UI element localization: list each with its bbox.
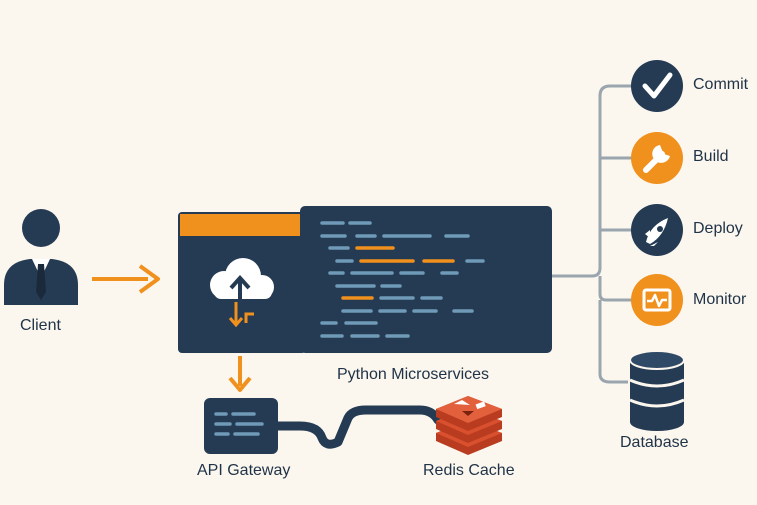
check-icon (642, 72, 673, 99)
client-arrow (92, 264, 160, 294)
pipeline-label-commit: Commit (693, 76, 749, 93)
gateway-arrow (228, 356, 252, 392)
service-window (178, 212, 306, 353)
pipeline-label-build: Build (693, 148, 729, 165)
redis-cache-label: Redis Cache (423, 462, 515, 479)
rocket-icon (645, 218, 668, 246)
redis-stack-icon (436, 396, 502, 455)
client-person-icon (4, 209, 78, 305)
api-gateway-box (204, 398, 278, 454)
monitor-icon (642, 288, 672, 312)
client-label: Client (20, 317, 61, 334)
gateway-redis-cable (271, 405, 443, 449)
api-gateway-label: API Gateway (197, 462, 291, 479)
pipeline-label-monitor: Monitor (693, 291, 747, 308)
database-icon (629, 350, 685, 431)
monitor-step (631, 274, 683, 326)
wrench-icon (643, 145, 670, 173)
build-step (631, 132, 683, 184)
pipeline-label-deploy: Deploy (693, 220, 743, 237)
microservices-label: Python Microservices (337, 366, 490, 383)
pipeline-connectors (552, 84, 632, 384)
deploy-step (631, 204, 683, 256)
commit-step (631, 60, 683, 112)
code-panel (300, 206, 552, 353)
database-label: Database (620, 434, 689, 451)
cloud-upload-icon (210, 258, 274, 328)
